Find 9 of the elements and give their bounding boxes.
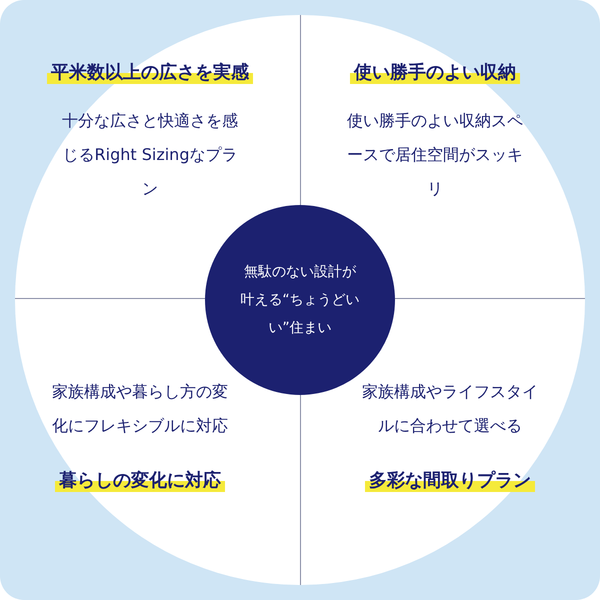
description-text: 家族構成やライフスタイルに合わせて選べる (361, 381, 539, 437)
highlighted-heading: 暮らしの変化に対応 (55, 468, 225, 492)
description-text: 使い勝手のよい収納スペースで居住空間がスッキリ (346, 110, 524, 200)
description-text: 十分な広さと快適さを感じるRight Sizingなプラン (61, 110, 239, 200)
highlighted-heading: 多彩な間取りプラン (365, 468, 535, 492)
center-text: 無駄のない設計が叶える“ちょうどいい”住まい (240, 263, 360, 338)
highlighted-heading: 平米数以上の広さを実感 (47, 60, 253, 84)
description-text: 家族構成や暮らし方の変化にフレキシブルに対応 (51, 381, 229, 437)
highlighted-heading: 使い勝手のよい収納 (350, 60, 520, 84)
